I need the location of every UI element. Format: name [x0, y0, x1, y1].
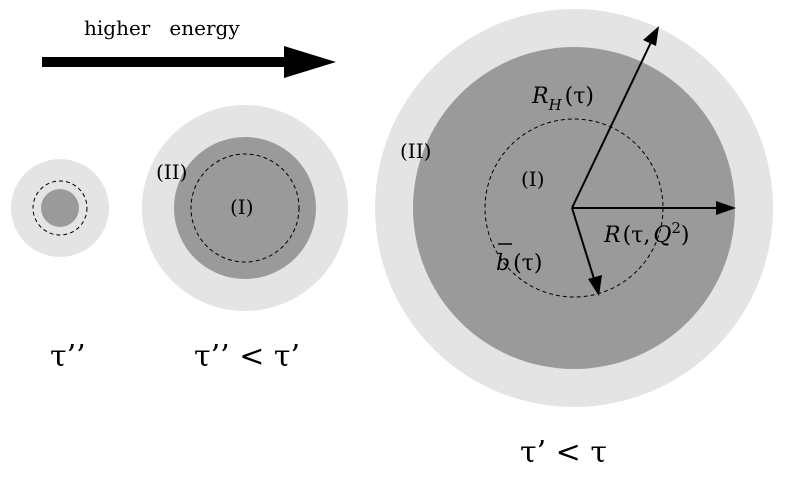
medium-disk-caption: τ’’ < τ’ [194, 339, 300, 374]
medium-disk: (I) (II) τ’’ < τ’ [142, 105, 348, 374]
large-disk-region-I-label: (I) [521, 167, 545, 191]
radius-R-H-label: RH(τ) [531, 84, 594, 114]
radius-R-arrow [572, 201, 736, 215]
radius-b-arrow [571, 207, 602, 296]
radius-R-label: R(τ,Q2) [603, 219, 690, 248]
small-disk-dashed-boundary [32, 180, 88, 236]
medium-disk-inner-region [174, 137, 316, 279]
medium-disk-region-I-label: (I) [230, 195, 254, 219]
medium-disk-region-II-label: (II) [156, 160, 187, 184]
medium-disk-dashed-boundary [190, 153, 300, 263]
large-disk: (I) (II) RH(τ) R(τ,Q2) b(τ) [375, 9, 773, 470]
large-disk-caption: τ’ < τ [520, 435, 607, 470]
energy-arrow-head [284, 46, 336, 78]
radius-R-H-arrow [571, 26, 659, 209]
energy-arrow: higher energy [42, 16, 336, 78]
small-disk-caption: τ’’ [50, 339, 86, 374]
small-disk: τ’’ [11, 159, 109, 374]
radius-b-label: b(τ) [496, 251, 542, 276]
energy-label: higher energy [84, 16, 240, 40]
small-disk-inner-region [41, 189, 79, 227]
radius-b-label-group: b(τ) [496, 243, 542, 276]
large-disk-region-II-label: (II) [400, 139, 431, 163]
